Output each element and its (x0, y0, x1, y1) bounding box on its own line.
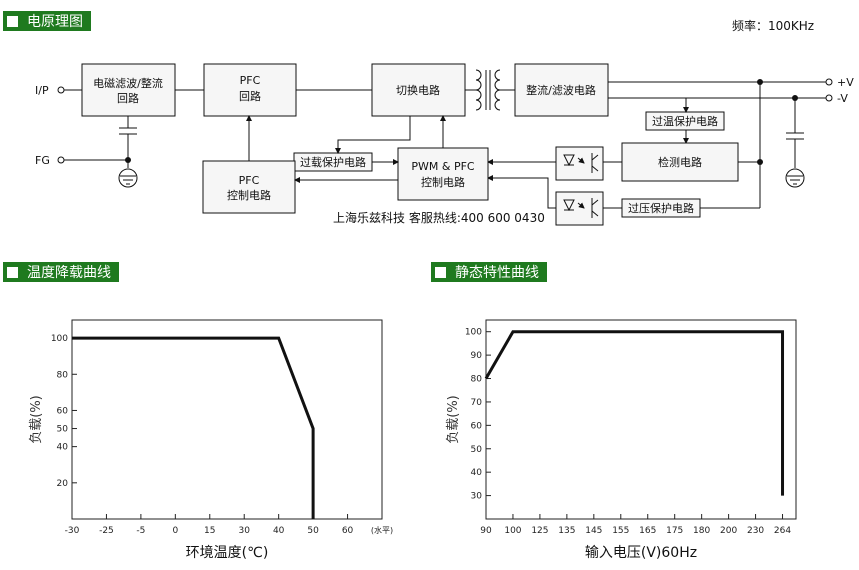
y-tick-label: 70 (471, 398, 483, 408)
x-tick-label: 200 (720, 526, 737, 536)
x-tick-label: 135 (558, 526, 575, 536)
y-tick-label: 50 (471, 445, 483, 455)
static-char-chart: 90 100 125 135 145 155 165 175 180 200 230 264 100 90… (446, 319, 797, 561)
x-tick-label: 145 (585, 526, 602, 536)
y-tick-label: 90 (471, 351, 483, 361)
pfc-control-block-label: 控制电路 (227, 188, 271, 202)
detect-block-label: 检测电路 (658, 155, 702, 169)
x-tick-label: 50 (307, 526, 319, 536)
square-icon (7, 266, 18, 278)
output-positive-label: +V (837, 76, 854, 89)
section-title: 温度降载曲线 (27, 265, 111, 281)
block-diagram: I/P FG +V -V 电磁滤波/整流 回路 PFC 回路 切换电路 整流/滤… (35, 63, 854, 226)
x-axis-label: 输入电压(V)60Hz (585, 545, 697, 561)
input-label: I/P (35, 84, 49, 97)
x-tick-label: 180 (693, 526, 710, 536)
y-axis-label: 负载(%) (29, 395, 44, 444)
square-icon (7, 15, 18, 27)
y-tick-label: 30 (471, 492, 483, 502)
x-tick-label: -25 (99, 526, 114, 536)
x-tick-label: 0 (172, 526, 178, 536)
output-negative-label: -V (837, 92, 848, 105)
y-tick-label: 40 (471, 468, 483, 478)
x-tick-label: 90 (480, 526, 492, 536)
x-tick-label: 155 (612, 526, 629, 536)
y-tick-label: 50 (57, 425, 69, 435)
frequency-label: 频率：100KHz (732, 19, 815, 33)
y-tick-label: 80 (471, 375, 483, 385)
otp-block-label: 过温保护电路 (652, 114, 718, 128)
x-tick-label: 15 (204, 526, 215, 536)
watermark-text: 上海乐兹科技 客服热线:400 600 0430 (333, 210, 545, 225)
x-tick-label: 125 (531, 526, 548, 536)
x-tick-label: 165 (639, 526, 656, 536)
y-tick-label: 60 (471, 421, 483, 431)
x-tick-label: 230 (747, 526, 764, 536)
x-tick-label: 264 (774, 526, 791, 536)
y-tick-label: 40 (57, 443, 69, 453)
pfc-control-block-label: PFC (239, 174, 260, 187)
ovp-block-label: 过压保护电路 (628, 201, 694, 215)
pwm-block-label: 控制电路 (421, 175, 465, 189)
x-tick-label: 40 (273, 526, 285, 536)
emi-block-label: 电磁滤波/整流 (93, 76, 163, 90)
rectifier-block-label: 整流/滤波电路 (526, 83, 596, 97)
section-title: 静态特性曲线 (455, 265, 539, 281)
y-tick-label: 20 (57, 479, 69, 489)
pwm-block-label: PWM & PFC (411, 160, 475, 173)
fg-label: FG (35, 154, 50, 167)
plot-frame (71, 319, 383, 520)
emi-block-label: 回路 (117, 92, 139, 105)
x-axis-label: 环境温度(℃) (186, 545, 269, 561)
x-tick-label: 60 (342, 526, 354, 536)
x-unit-note: (水平) (371, 525, 393, 535)
x-tick-label: 100 (504, 526, 521, 536)
plot-frame (485, 319, 797, 520)
switch-block-label: 切换电路 (396, 83, 440, 97)
y-axis-label: 负载(%) (446, 395, 461, 444)
x-tick-label: 30 (238, 526, 250, 536)
section-header-schematic: 电原理图 (3, 11, 91, 31)
section-header-temp-derating: 温度降载曲线 (3, 262, 119, 282)
y-tick-label: 80 (57, 370, 69, 380)
pfc-block-label: 回路 (239, 90, 261, 103)
square-icon (435, 266, 446, 278)
y-tick-label: 100 (465, 328, 482, 338)
section-header-static-char: 静态特性曲线 (431, 262, 547, 282)
series-line (72, 336, 315, 519)
y-tick-label: 100 (51, 334, 68, 344)
x-tick-label: -5 (136, 526, 145, 536)
olp-block-label: 过载保护电路 (300, 155, 366, 169)
series-line (484, 330, 785, 496)
y-tick-label: 60 (57, 406, 69, 416)
temp-derating-chart: -30 -25 -5 0 15 30 40 50 60 (水平) 100 80 60 50 40 20 环境温度… (29, 319, 393, 561)
section-title: 电原理图 (27, 14, 83, 30)
x-tick-label: 175 (666, 526, 683, 536)
pfc-block-label: PFC (240, 74, 261, 87)
x-tick-label: -30 (65, 526, 80, 536)
